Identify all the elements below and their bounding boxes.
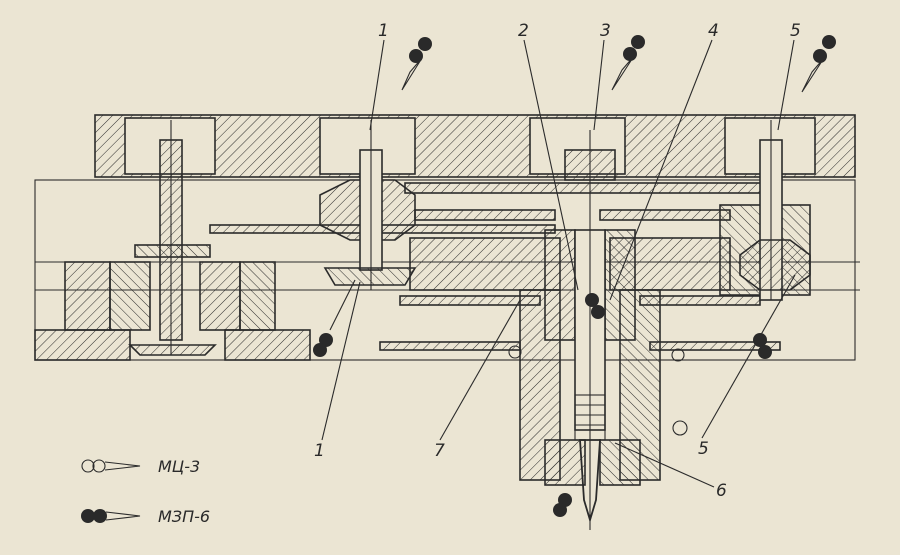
legend-item-mc3: МЦ-3 bbox=[81, 457, 200, 476]
shaft-right bbox=[739, 120, 811, 301]
housing bbox=[34, 179, 860, 361]
legend-label-mc3: МЦ-3 bbox=[158, 457, 200, 476]
legend-label-mzp6: МЗП-6 bbox=[158, 507, 210, 526]
open-circle-icon bbox=[81, 459, 95, 473]
callout-6: 6 bbox=[716, 481, 727, 501]
legend: МЦ-3 МЗП-6 bbox=[81, 457, 210, 526]
lubrication-points bbox=[313, 35, 836, 517]
filled-circle-icon bbox=[81, 509, 95, 523]
callout-7: 7 bbox=[434, 441, 445, 461]
callout-5-bottom: 5 bbox=[698, 439, 709, 459]
callout-5-top: 5 bbox=[790, 21, 801, 41]
legend-item-mzp6: МЗП-6 bbox=[81, 507, 210, 526]
callout-3: 3 bbox=[600, 21, 611, 41]
callout-1-top: 1 bbox=[378, 21, 389, 41]
callout-4: 4 bbox=[708, 21, 719, 41]
callout-2: 2 bbox=[518, 21, 529, 41]
leader-lines bbox=[321, 39, 796, 488]
callout-numbers: 1 2 3 4 5 1 7 5 6 bbox=[314, 21, 801, 501]
pinion-1 bbox=[319, 120, 417, 290]
callout-1-bottom: 1 bbox=[314, 441, 325, 461]
shaft-left bbox=[128, 120, 217, 356]
top-plate bbox=[94, 114, 856, 178]
